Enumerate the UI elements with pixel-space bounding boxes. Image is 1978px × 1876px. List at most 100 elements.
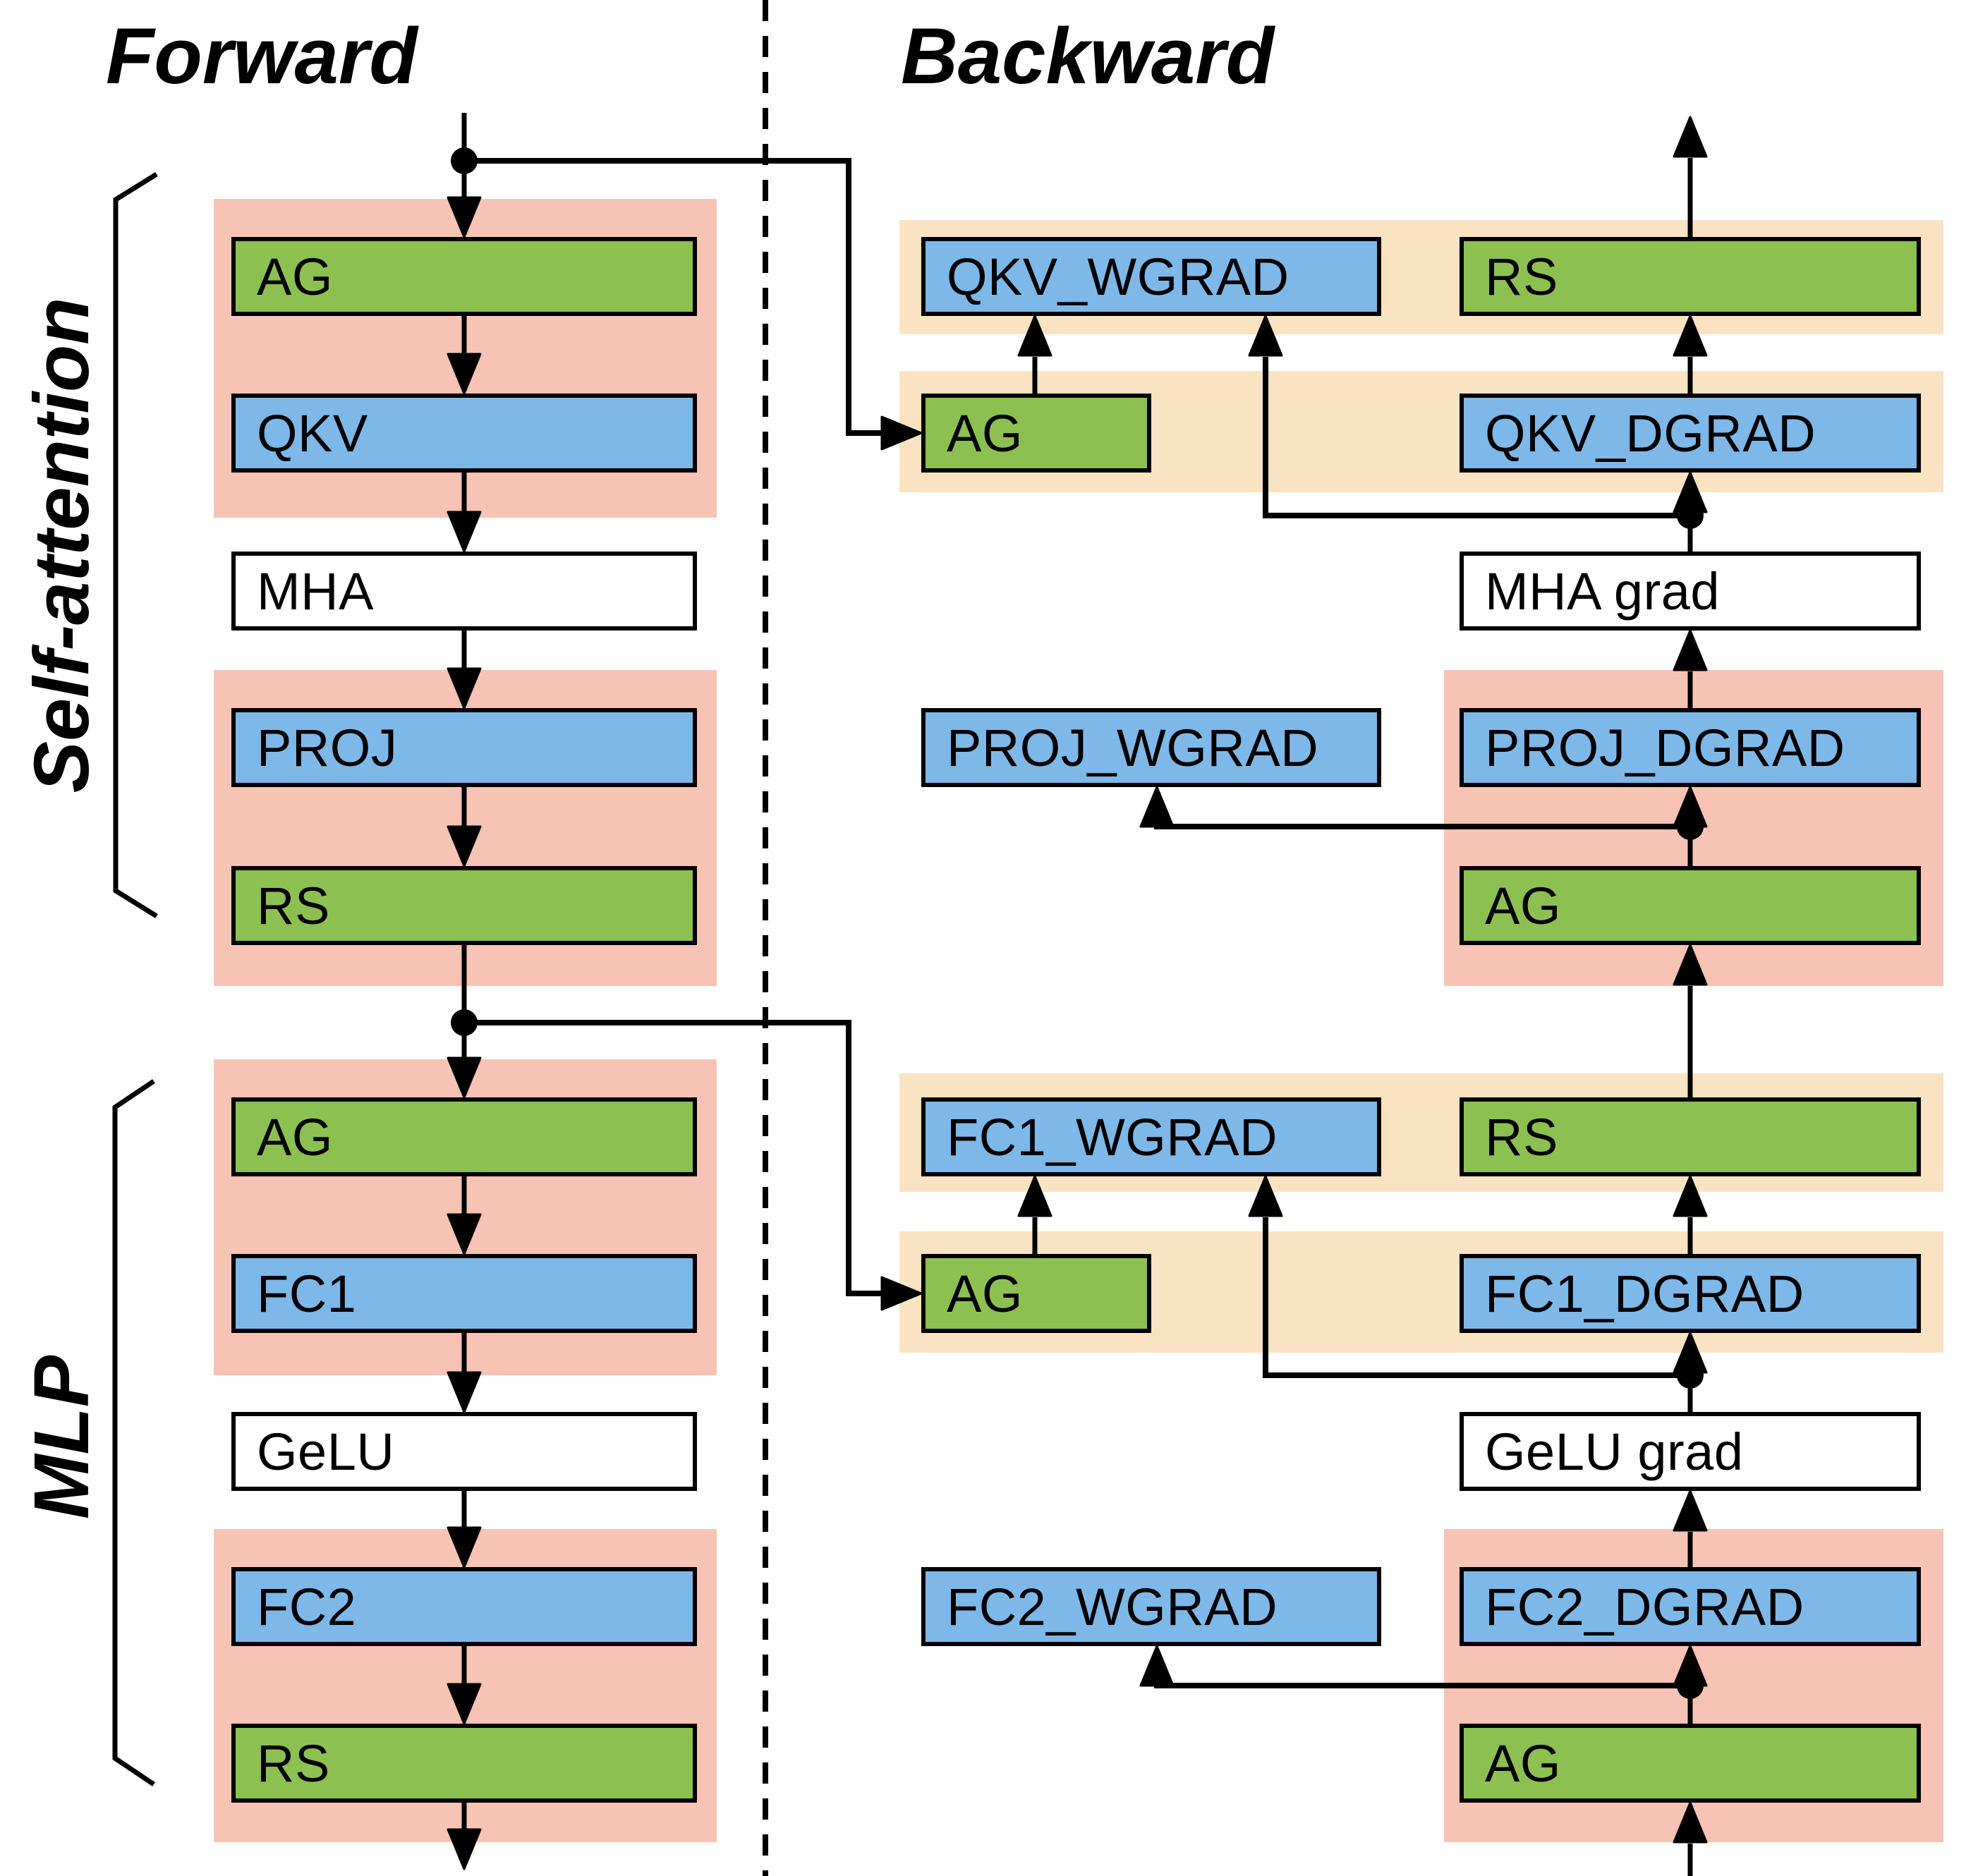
- bwd-ag3-box: AG: [921, 1254, 1151, 1333]
- branch-to-backward-ag3: [464, 1020, 923, 1311]
- feed-junction-to-qkv-wgrad-head: [1248, 315, 1283, 357]
- bwd-qkv-wgrad-box: QKV_WGRAD: [921, 237, 1381, 316]
- feed-ag3-to-fc1-wgrad-head: [1017, 1175, 1052, 1217]
- self-attention-bracket: [113, 172, 158, 918]
- bwd-fc2-wgrad-box: FC2_WGRAD: [921, 1567, 1381, 1646]
- mlp-bracket: [112, 1079, 155, 1786]
- fwd-fc2-label: FC2: [257, 1577, 357, 1636]
- bwd-fc1-dgrad-label: FC1_DGRAD: [1485, 1264, 1804, 1323]
- arrow-ag2-to-fc1: [447, 1176, 482, 1255]
- arrow-grad-input-to-ag4-head: [1673, 1801, 1708, 1844]
- feed-junction-to-proj-wgrad: [1139, 786, 1690, 829]
- arrow-fc1-dgrad-to-rs: [1673, 1175, 1708, 1254]
- arrow-qkv-to-mha: [447, 473, 482, 553]
- bwd-gelu-grad-label: GeLU grad: [1485, 1422, 1744, 1481]
- branch-to-backward-ag1: [464, 158, 923, 451]
- bwd-fc2-dgrad-box: FC2_DGRAD: [1460, 1567, 1921, 1646]
- bwd-ag2-label: AG: [1485, 876, 1561, 935]
- bwd-fc2-dgrad-label: FC2_DGRAD: [1485, 1577, 1804, 1636]
- branch-to-backward-ag3-line: [464, 1020, 882, 1296]
- arrow-gelu-to-fc2: [447, 1491, 482, 1569]
- arrow-mha-to-proj-head: [447, 667, 482, 709]
- arrow-ag1-to-qkv: [447, 316, 482, 395]
- fwd-mha-box: MHA: [231, 552, 697, 631]
- bwd-rs2-box: RS: [1460, 1097, 1921, 1176]
- arrow-grad-input-to-ag4: [1673, 1801, 1708, 1876]
- arrow-fc1-to-gelu-head: [447, 1371, 482, 1413]
- bwd-fc2-wgrad-label: FC2_WGRAD: [947, 1577, 1278, 1636]
- fwd-fc1-label: FC1: [257, 1264, 357, 1323]
- arrow-proj-to-rs-head: [447, 825, 482, 867]
- bwd-proj-wgrad-box: PROJ_WGRAD: [921, 708, 1381, 787]
- arrow-rs2-to-output: [447, 1803, 482, 1870]
- feed-ag1-to-qkv-wgrad: [1017, 315, 1052, 394]
- arrow-proj-dgrad-to-mha-grad-head: [1673, 629, 1708, 671]
- branch-to-backward-ag3-head: [880, 1276, 923, 1311]
- arrow-qkv-dgrad-to-rs-head: [1673, 315, 1708, 357]
- fwd-ag2-box: AG: [231, 1097, 697, 1176]
- feed-junction-to-fc1-wgrad-head: [1248, 1175, 1283, 1217]
- arrow-rs-to-grad-output-head: [1673, 116, 1708, 158]
- feed-junction-to-proj-wgrad-line: [1154, 824, 1690, 829]
- fwd-fc1-box: FC1: [231, 1254, 697, 1333]
- arrow-rs-to-backward-ag2-head: [1673, 944, 1708, 986]
- fwd-proj-box: PROJ: [231, 708, 697, 787]
- branch-to-backward-ag1-line: [464, 158, 882, 436]
- bwd-qkv-dgrad-label: QKV_DGRAD: [1485, 403, 1816, 463]
- arrow-fc1-dgrad-to-rs-head: [1673, 1175, 1708, 1217]
- bwd-fc1-wgrad-label: FC1_WGRAD: [947, 1107, 1278, 1167]
- branch-to-backward-ag1-head: [880, 415, 923, 451]
- fwd-ag1-box: AG: [231, 237, 697, 316]
- fwd-gelu-label: GeLU: [257, 1422, 395, 1481]
- fwd-mha-label: MHA: [257, 561, 374, 621]
- bwd-rs1-box: RS: [1460, 237, 1921, 316]
- arrow-rs-to-grad-output: [1673, 116, 1708, 237]
- fwd-gelu-box: GeLU: [231, 1412, 697, 1491]
- bwd-ag1-box: AG: [921, 394, 1151, 473]
- fwd-rs1-box: RS: [231, 866, 697, 945]
- bwd-ag3-label: AG: [947, 1264, 1023, 1323]
- arrow-input-to-ag1-head: [447, 196, 482, 238]
- arrow-ag2-to-fc1-head: [447, 1213, 482, 1255]
- feed-junction-to-fc1-wgrad-line: [1263, 1217, 1690, 1378]
- feed-ag3-to-fc1-wgrad: [1017, 1175, 1052, 1254]
- arrow-qkv-to-mha-head: [447, 511, 482, 553]
- feed-junction-to-fc2-wgrad-line: [1154, 1683, 1690, 1688]
- feed-junction-to-fc2-wgrad: [1139, 1645, 1690, 1688]
- bwd-qkv-wgrad-label: QKV_WGRAD: [947, 247, 1290, 306]
- fwd-qkv-box: QKV: [231, 394, 697, 473]
- arrow-proj-dgrad-to-mha-grad: [1673, 629, 1708, 708]
- arrow-fc2-to-rs2: [447, 1646, 482, 1725]
- feed-junction-to-fc2-wgrad-head: [1139, 1645, 1175, 1687]
- feed-junction-to-qkv-wgrad-line: [1263, 357, 1690, 518]
- bwd-proj-dgrad-box: PROJ_DGRAD: [1460, 708, 1921, 787]
- bwd-ag2-box: AG: [1460, 866, 1921, 945]
- arrow-fc1-to-gelu: [447, 1333, 482, 1413]
- bwd-ag4-label: AG: [1485, 1734, 1561, 1793]
- feed-junction-to-proj-wgrad-head: [1139, 786, 1175, 828]
- arrow-input-to-ag1: [447, 113, 482, 238]
- feed-junction-to-qkv-wgrad: [1248, 315, 1690, 518]
- arrow-proj-to-rs: [447, 787, 482, 867]
- arrow-rs-to-ag2: [447, 945, 482, 1099]
- arrow-mha-to-proj: [447, 631, 482, 709]
- arrow-ag1-to-qkv-head: [447, 353, 482, 395]
- arrow-fc2-to-rs2-head: [447, 1683, 482, 1725]
- bwd-mha-grad-box: MHA grad: [1460, 552, 1921, 631]
- bwd-gelu-grad-box: GeLU grad: [1460, 1412, 1921, 1491]
- bwd-proj-wgrad-label: PROJ_WGRAD: [947, 718, 1319, 777]
- arrow-gelu-to-fc2-head: [447, 1526, 482, 1569]
- fwd-ag2-label: AG: [257, 1107, 333, 1167]
- bwd-proj-dgrad-label: PROJ_DGRAD: [1485, 718, 1845, 777]
- forward-title: Forward: [106, 12, 418, 100]
- bwd-rs1-label: RS: [1485, 247, 1558, 306]
- bwd-ag1-label: AG: [947, 403, 1023, 463]
- arrow-rs-to-backward-ag2: [1673, 944, 1708, 1097]
- bwd-fc1-wgrad-box: FC1_WGRAD: [921, 1097, 1381, 1176]
- feed-ag1-to-qkv-wgrad-head: [1017, 315, 1052, 357]
- fwd-rs2-box: RS: [231, 1724, 697, 1803]
- arrow-fc2-dgrad-to-gelu-grad-head: [1673, 1490, 1708, 1532]
- mlp-group-label: MLP: [18, 1355, 105, 1520]
